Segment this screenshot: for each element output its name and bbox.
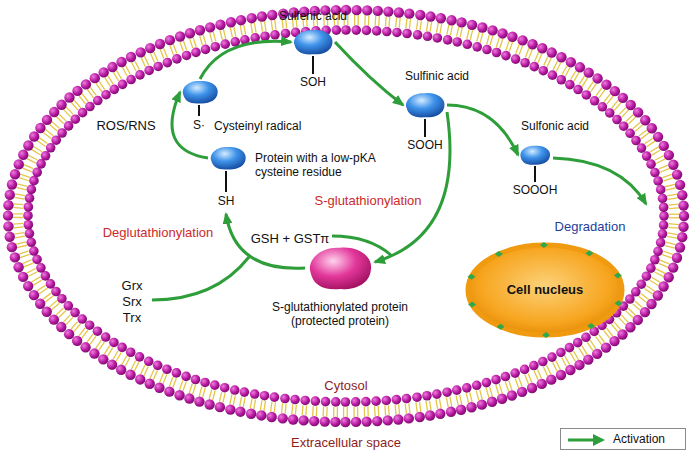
enzyme-label: Grx: [122, 278, 143, 293]
node-label: Cysteinyl radical: [214, 119, 301, 133]
pink-shape: [305, 244, 375, 292]
protein-blob: Sulfinic acidSOOH: [403, 91, 447, 119]
stalk: [225, 171, 227, 192]
degradation-arrow: [553, 158, 646, 204]
stalk: [312, 56, 314, 74]
node-label: Sulfinic acid: [405, 69, 469, 83]
blue-shape: [403, 91, 447, 119]
legend-text: Activation: [613, 432, 665, 446]
blue-shape: [518, 144, 552, 166]
protein-blob: Cysteinyl radicalS·: [180, 79, 220, 105]
activation-arrow: [335, 42, 403, 105]
group-label: SOH: [300, 75, 326, 89]
node-label: S-glutathionylated protein (protected pr…: [258, 300, 422, 328]
reagent-label: GSH + GSTπ: [251, 231, 330, 246]
protein-blob: Sulfonic acidSOOOH: [518, 144, 552, 166]
node-label: Sulfenic acid: [279, 9, 347, 23]
group-label: SH: [218, 194, 235, 208]
region-label: Cytosol: [324, 378, 367, 393]
stalk: [424, 119, 426, 137]
glutathionylated-protein: S-glutathionylated protein (protected pr…: [305, 244, 375, 292]
enzyme-label: Srx: [122, 294, 142, 309]
stalk: [198, 105, 200, 116]
legend-box: Activation: [560, 428, 686, 450]
protein-blob: Sulfenic acidSOH: [291, 28, 335, 56]
enzyme-label: Trx: [123, 310, 141, 325]
node-label: Cell nucleus: [507, 282, 584, 298]
cell-nucleus: Cell nucleus: [465, 242, 625, 338]
stimulus-label: ROS/RNS: [96, 118, 155, 133]
merge-line: [152, 257, 249, 300]
group-label: SOOH: [407, 138, 442, 152]
blue-shape: [180, 79, 220, 105]
region-label: Extracellular space: [291, 435, 401, 450]
process-label: S-glutathionylation: [315, 193, 422, 208]
activation-arrow: [447, 105, 518, 155]
group-label: S·: [193, 118, 205, 132]
legend-arrow: [567, 433, 607, 447]
process-label: Deglutathionylation: [103, 225, 214, 240]
node-label: Protein with a low-pKA cysteine residue: [255, 151, 377, 179]
process-label: Degradation: [555, 219, 626, 234]
blue-shape: [291, 28, 335, 56]
activation-arrow: [375, 112, 450, 262]
node-label: Sulfonic acid: [521, 119, 589, 133]
blue-shape: [208, 145, 248, 171]
group-label: SOOOH: [513, 183, 558, 197]
activation-arrow: [200, 41, 291, 79]
protein-blob: Protein with a low-pKA cysteine residueS…: [208, 145, 248, 171]
stalk: [534, 166, 536, 182]
